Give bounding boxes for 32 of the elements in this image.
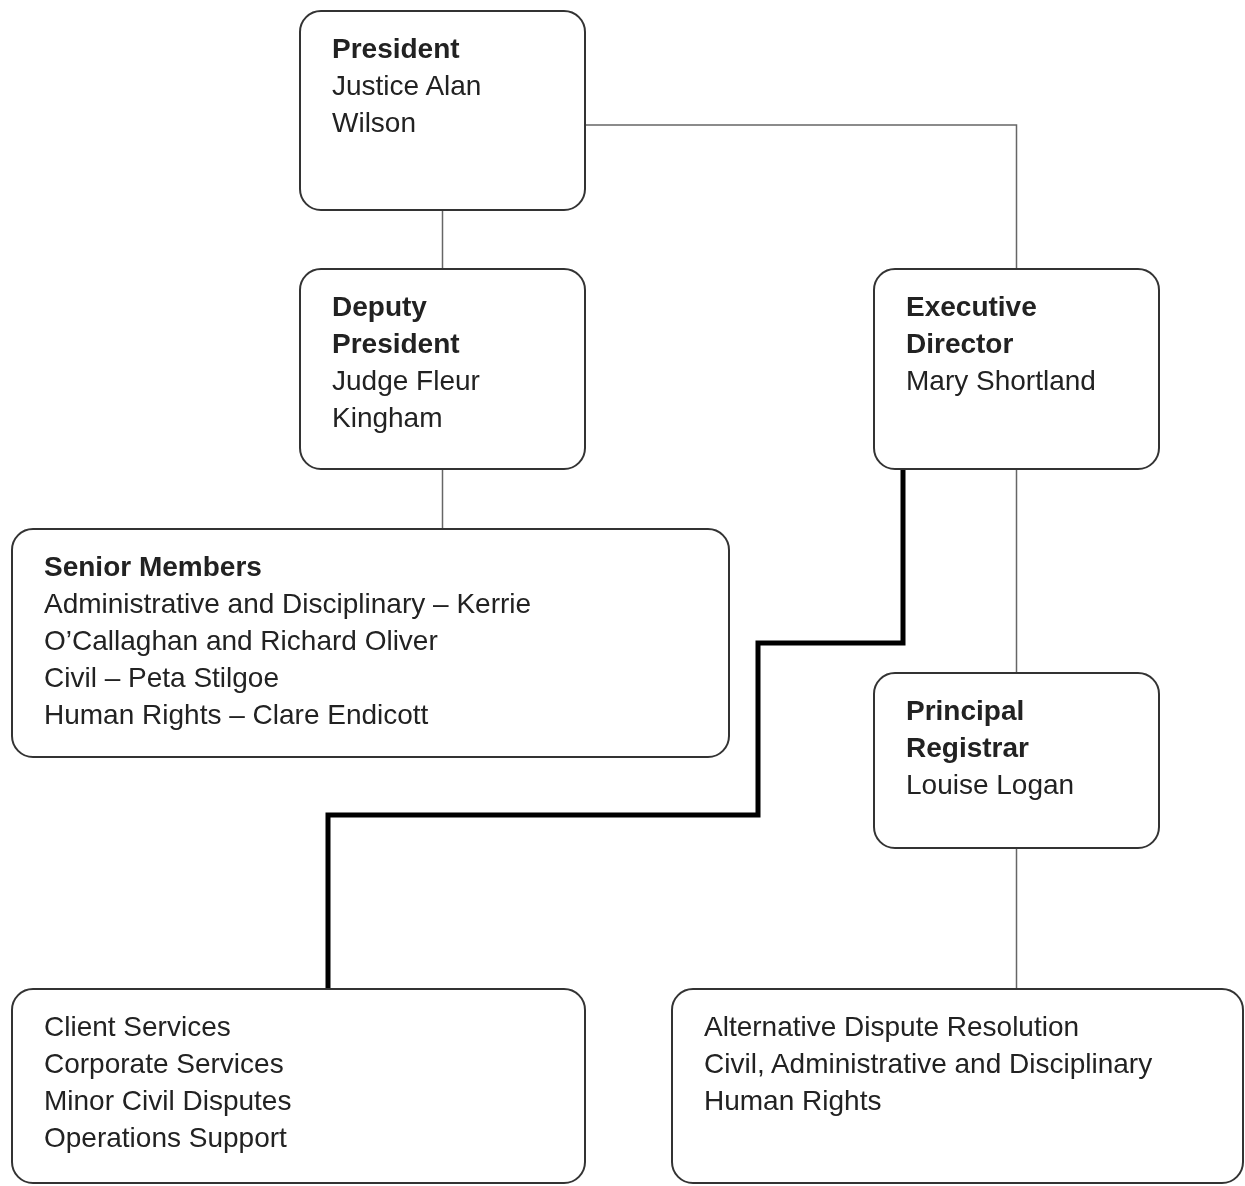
box-heading: President — [332, 32, 461, 66]
box-text: Alternative Dispute Resolution — [704, 1010, 1081, 1044]
box-text: Louise Logan — [906, 768, 1076, 802]
org-box — [873, 672, 1160, 849]
box-text: Civil, Administrative and Disciplinary — [704, 1047, 1154, 1081]
box-text: Civil – Peta Stilgoe — [44, 661, 280, 695]
box-text: Mary Shortland — [906, 364, 1097, 398]
box-heading: Principal Registrar — [906, 694, 1030, 765]
connector-line — [585, 124, 1018, 269]
org-box — [299, 10, 586, 211]
box-text: Justice Alan Wilson — [332, 69, 483, 140]
org-box — [299, 268, 586, 470]
connector-line — [1015, 469, 1018, 673]
box-text: Minor Civil Disputes — [44, 1084, 293, 1118]
org-box — [11, 528, 730, 758]
box-heading: Deputy President — [332, 290, 461, 361]
box-heading: Executive Director — [906, 290, 1038, 361]
box-text: Corporate Services — [44, 1047, 285, 1081]
box-text: Operations Support — [44, 1121, 288, 1155]
box-text: Human Rights — [704, 1084, 883, 1118]
connector-line — [441, 469, 444, 529]
connector-line — [325, 470, 906, 988]
org-box — [11, 988, 586, 1184]
box-text: Client Services — [44, 1010, 232, 1044]
box-heading: Senior Members — [44, 550, 263, 584]
box-text: Judge Fleur Kingham — [332, 364, 481, 435]
box-text: Human Rights – Clare Endicott — [44, 698, 430, 732]
org-box — [671, 988, 1244, 1184]
connector-line — [441, 210, 444, 269]
box-text: Administrative and Disciplinary – Kerrie O’Callaghan and Richard Oliver — [44, 587, 533, 658]
connector-line — [1015, 848, 1018, 989]
org-box — [873, 268, 1160, 470]
